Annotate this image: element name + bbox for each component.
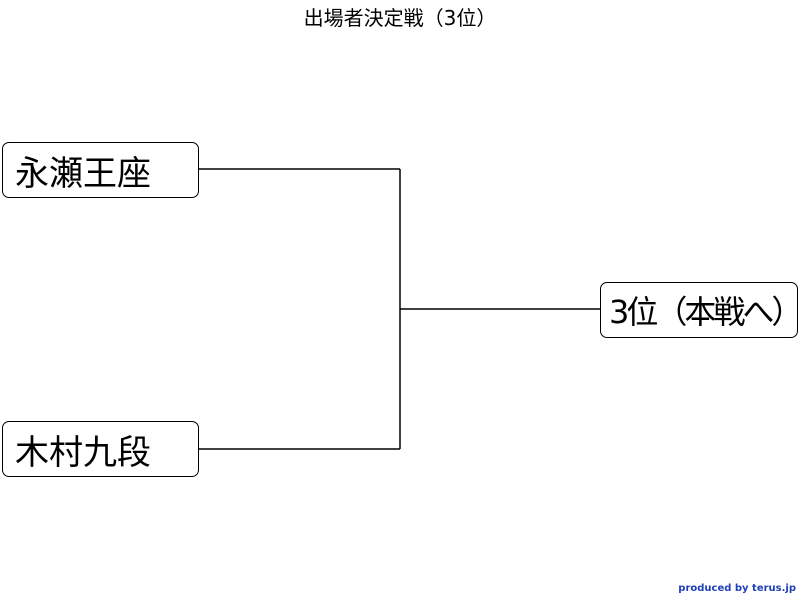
player-name-1: 永瀬王座 [15, 153, 151, 194]
player-box-2: 木村九段 [2, 421, 199, 477]
player-box-1: 永瀬王座 [2, 142, 199, 198]
credit-link[interactable]: produced by terus.jp [678, 583, 796, 594]
result-box: 3位（本戦へ） [600, 282, 798, 338]
page-title: 出場者決定戦（3位） [303, 6, 497, 30]
result-label: 3位（本戦へ） [609, 293, 798, 331]
player-name-2: 木村九段 [15, 432, 151, 473]
